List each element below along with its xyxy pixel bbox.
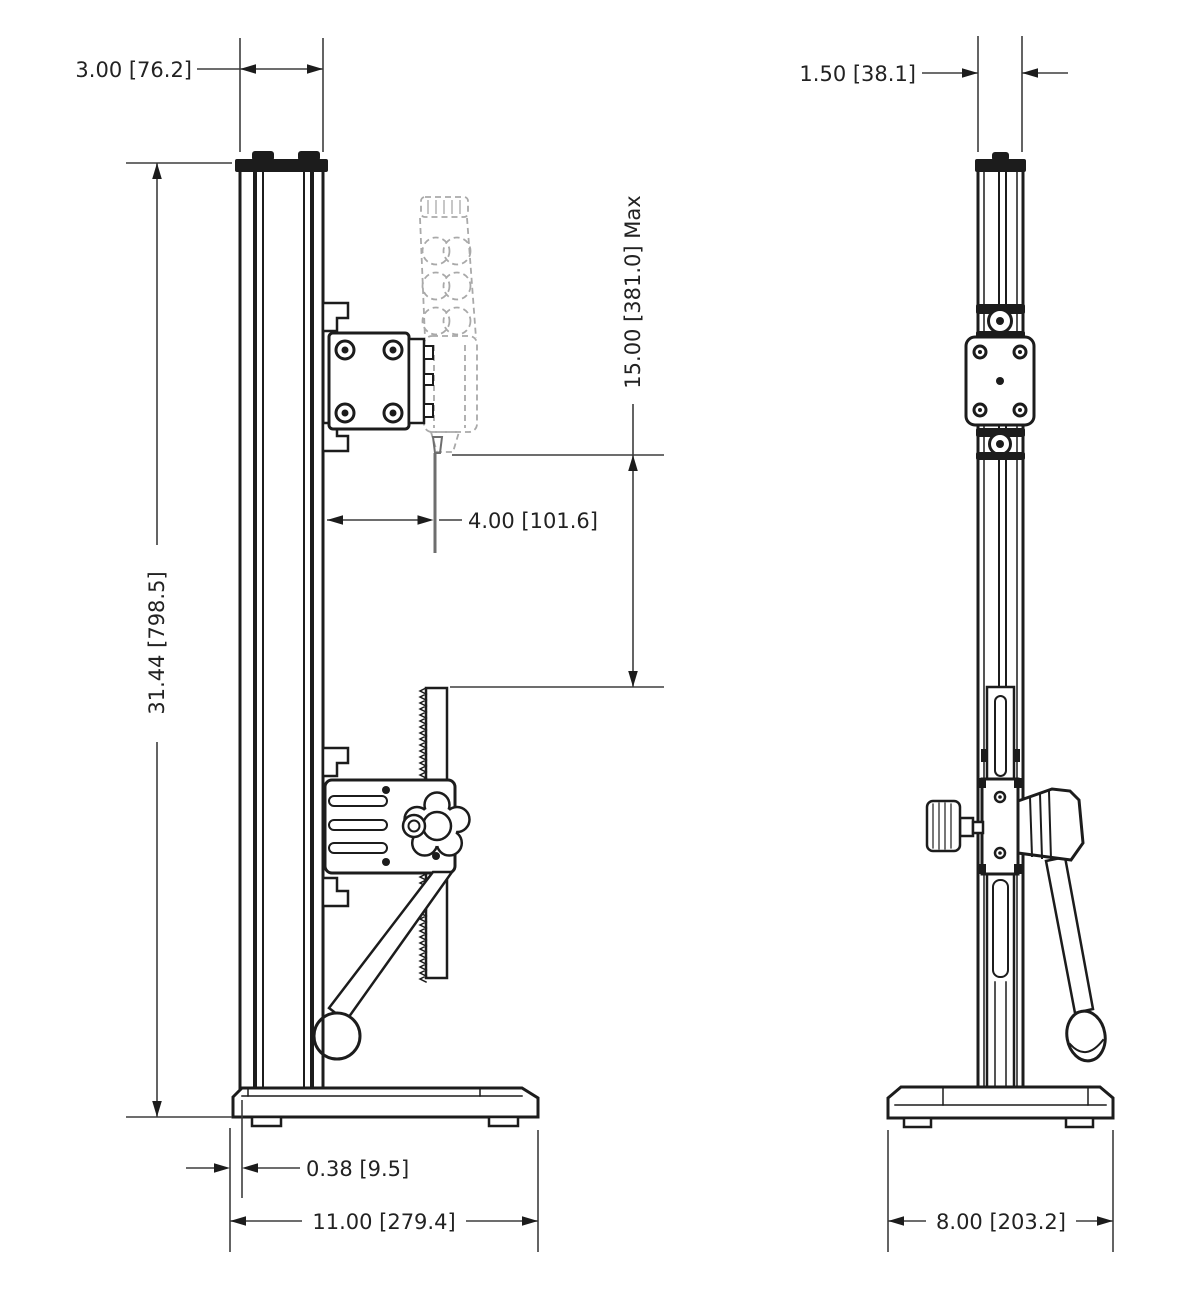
dim-max-travel-label: 15.00 [381.0] Max xyxy=(621,195,645,388)
dim-column-width: 3.00 [76.2] xyxy=(75,38,324,152)
dim-column-width-label: 3.00 [76.2] xyxy=(75,58,192,82)
dim-base-width: 11.00 [279.4] xyxy=(230,1130,539,1252)
ghost-force-gauge xyxy=(419,196,478,553)
dim-base-lip-label: 0.38 [9.5] xyxy=(306,1157,409,1181)
lever-ball-front xyxy=(312,1011,362,1061)
front-foot-left xyxy=(250,1115,283,1128)
side-rack xyxy=(981,685,1020,1089)
front-view xyxy=(231,151,540,1128)
lever-arm-side xyxy=(1044,855,1095,1015)
dim-overall-height-label: 31.44 [798.5] xyxy=(145,571,169,714)
dim-base-lip: 0.38 [9.5] xyxy=(186,1100,409,1252)
dim-max-travel: 15.00 [381.0] Max xyxy=(450,195,664,688)
front-foot-right xyxy=(487,1115,520,1128)
side-foot-left xyxy=(902,1116,933,1129)
side-foot-right xyxy=(1064,1116,1095,1129)
side-clamp-knob xyxy=(925,799,985,853)
dim-base-depth: 8.00 [203.2] xyxy=(887,1130,1114,1252)
dim-base-depth-label: 8.00 [203.2] xyxy=(936,1210,1066,1234)
dim-overall-height: 31.44 [798.5] xyxy=(126,162,232,1118)
dim-base-width-label: 11.00 [279.4] xyxy=(312,1210,455,1234)
star-knob xyxy=(403,791,471,857)
dimensions: 3.00 [76.2] 1.50 [38.1] 31.44 [798.5] xyxy=(75,36,1114,1252)
side-lever xyxy=(1016,787,1107,1063)
side-gauge-plate xyxy=(964,335,1036,427)
front-carriage xyxy=(312,746,471,1082)
side-lower-roller xyxy=(976,428,1025,460)
dim-reach: 4.00 [101.6] xyxy=(327,509,598,533)
knob-boss xyxy=(401,813,427,839)
gauge-mount-bracket xyxy=(321,301,434,453)
front-base xyxy=(231,1086,540,1128)
side-base xyxy=(886,1085,1115,1129)
dim-column-depth: 1.50 [38.1] xyxy=(799,36,1068,152)
dim-reach-label: 4.00 [101.6] xyxy=(468,509,598,533)
front-column xyxy=(235,151,328,1090)
lever-arm-front xyxy=(327,870,455,1023)
side-view xyxy=(886,152,1115,1129)
lever-ball-side xyxy=(1065,1009,1107,1063)
dim-column-depth-label: 1.50 [38.1] xyxy=(799,62,916,86)
